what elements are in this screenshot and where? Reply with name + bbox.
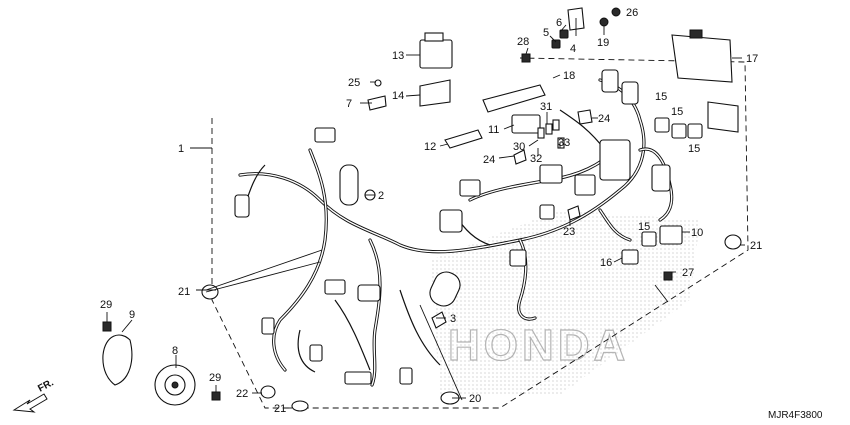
callout-13: 13 [392, 50, 404, 62]
callout-30: 30 [513, 141, 525, 153]
loose-parts [201, 7, 742, 412]
callout-17: 17 [746, 53, 758, 65]
callout-15-a: 15 [655, 91, 667, 103]
callout-28: 28 [517, 36, 529, 48]
callout-9: 9 [129, 309, 135, 321]
callout-19: 19 [597, 37, 609, 49]
main-wire-harness [238, 78, 674, 387]
callout-16: 16 [600, 257, 612, 269]
callout-25: 25 [348, 77, 360, 89]
callout-24-a: 24 [483, 154, 495, 166]
callout-32: 32 [530, 153, 542, 165]
callout-11: 11 [488, 124, 499, 136]
callout-21-b: 21 [750, 240, 762, 252]
harness-connectors [234, 69, 671, 385]
callout-7: 7 [346, 98, 352, 110]
callout-14: 14 [392, 90, 404, 102]
callout-33: 33 [558, 137, 570, 149]
callout-23: 23 [563, 226, 575, 238]
horn-assembly [102, 321, 221, 406]
drawing-code: MJR4F3800 [768, 410, 823, 421]
callout-labels: 1 2 3 4 5 6 7 8 9 10 11 12 13 14 15 15 1… [100, 7, 762, 415]
callout-15-b: 15 [671, 106, 683, 118]
callout-26: 26 [626, 7, 638, 19]
callout-29-a: 29 [100, 299, 112, 311]
callout-1: 1 [178, 143, 184, 155]
front-direction-indicator: FR. [12, 377, 56, 413]
callout-31: 31 [540, 101, 552, 113]
callout-10: 10 [691, 227, 703, 239]
callout-27: 27 [682, 267, 694, 279]
callout-20: 20 [469, 393, 481, 405]
front-arrow-icon [12, 393, 48, 413]
callout-4: 4 [570, 43, 576, 55]
callout-21-a: 21 [178, 286, 190, 298]
callout-24-b: 24 [598, 113, 610, 125]
honda-watermark: HONDA [448, 321, 629, 370]
callout-29-b: 29 [209, 372, 221, 384]
callout-15-c: 15 [688, 143, 700, 155]
callout-21-c: 21 [274, 403, 286, 415]
callout-15-d: 15 [638, 221, 650, 233]
callout-12: 12 [424, 141, 436, 153]
callout-5: 5 [543, 27, 549, 39]
callout-22: 22 [236, 388, 248, 400]
callout-2: 2 [378, 190, 384, 202]
callout-18: 18 [563, 70, 575, 82]
front-label: FR. [36, 377, 56, 394]
callout-3: 3 [450, 313, 456, 325]
leader-lines [106, 18, 745, 409]
callout-8: 8 [172, 345, 178, 357]
assembly-frame [211, 57, 749, 409]
callout-6: 6 [556, 17, 562, 29]
